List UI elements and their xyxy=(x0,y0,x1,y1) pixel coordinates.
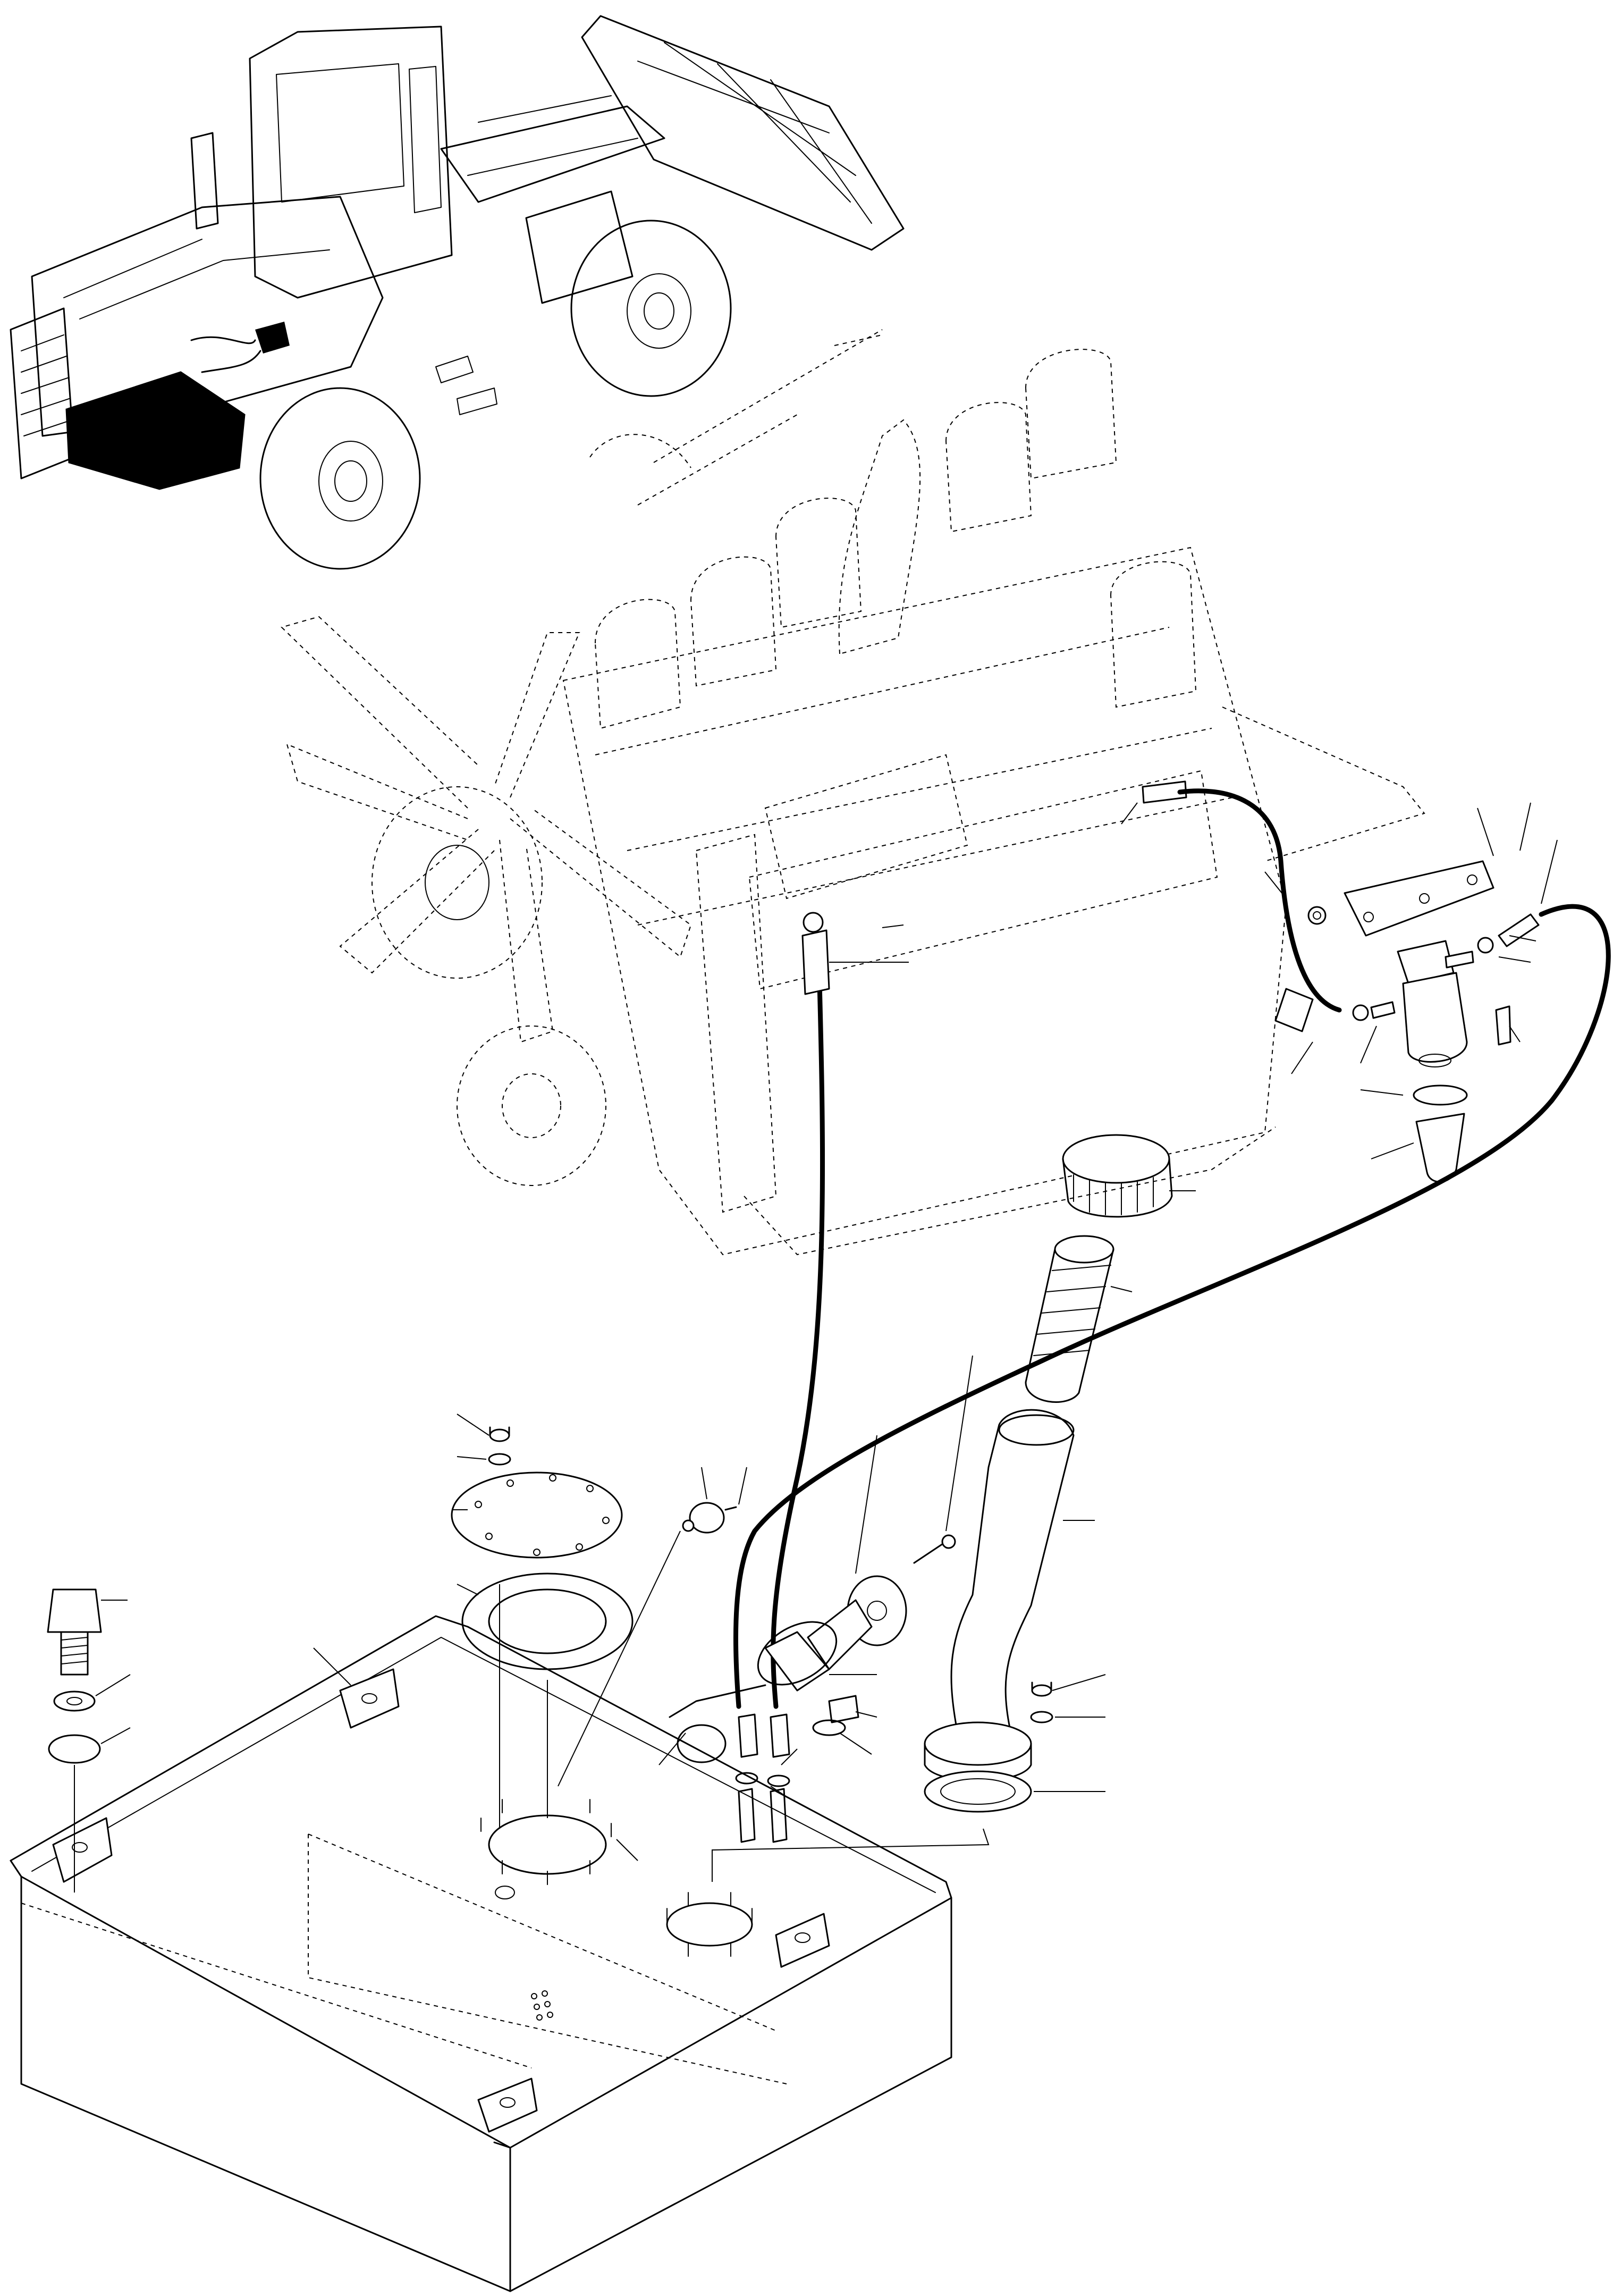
fuel-hoses xyxy=(733,788,1611,1709)
wheel-loader-location-view xyxy=(10,15,905,570)
leader-lines xyxy=(74,802,1558,1893)
engine-phantom-view xyxy=(281,329,1425,1256)
fuel-filter-assembly xyxy=(1142,780,1540,1183)
inspection-cover-stack xyxy=(47,1426,737,1764)
fuel-tank xyxy=(10,1615,952,2292)
filler-assembly xyxy=(913,1134,1173,1813)
level-sender-assembly xyxy=(669,1575,907,1843)
